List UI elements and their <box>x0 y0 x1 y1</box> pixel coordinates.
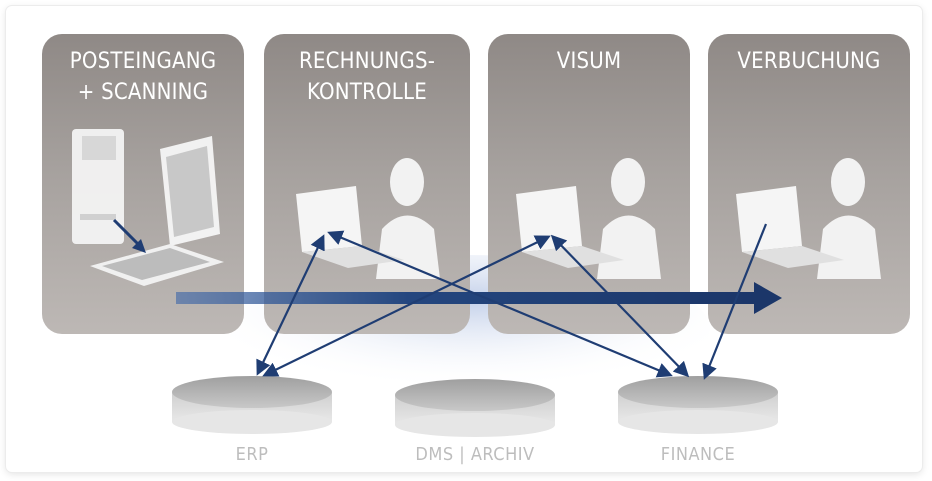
connection-arrows <box>256 223 768 380</box>
database-finance-icon <box>618 376 778 434</box>
database-erp-icon <box>172 376 332 434</box>
person-at-laptop-icon <box>736 158 881 279</box>
database-label-finance: FINANCE <box>660 444 736 465</box>
panel-posteingang: POSTEINGANG + SCANNING <box>42 34 244 334</box>
main-flow-arrow <box>176 282 782 314</box>
database-label-dms: DMS | ARCHIV <box>415 444 535 465</box>
database-dms-icon <box>395 379 555 437</box>
panel-title: POSTEINGANG + SCANNING <box>69 49 217 105</box>
panel-title: RECHNUNGS- KONTROLLE <box>298 49 436 105</box>
database-label-erp: ERP <box>235 444 269 465</box>
panel-title: VISUM <box>556 49 622 74</box>
scanner-icon <box>72 129 224 286</box>
panel-title: VERBUCHUNG <box>737 49 881 74</box>
